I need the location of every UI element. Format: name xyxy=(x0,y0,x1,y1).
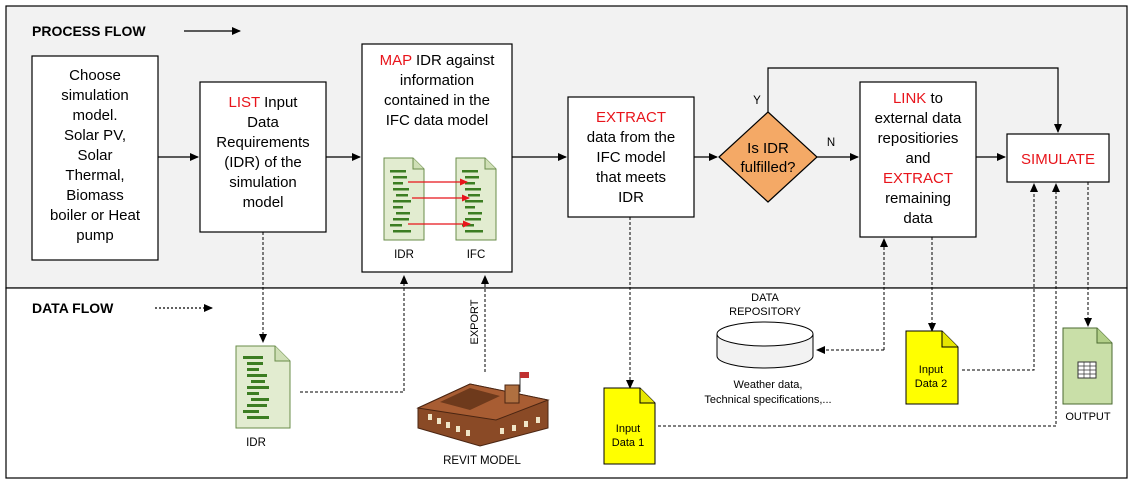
choose-model-text: Choose simulation model. Solar PV, Solar… xyxy=(50,67,141,244)
list-line: (IDR) of the xyxy=(224,154,302,171)
choose-line: Choose xyxy=(69,67,121,84)
choose-line: Biomass xyxy=(66,187,124,204)
link-repositories-box xyxy=(859,81,977,238)
revit-building-icon xyxy=(416,372,550,447)
map-line-1: MAP IDR against xyxy=(380,52,496,69)
extract-line: IFC model xyxy=(596,149,665,166)
choose-line: Solar PV, xyxy=(64,127,126,144)
data-repository-icon xyxy=(716,321,814,369)
simulate-box xyxy=(1006,133,1110,183)
extract-line: IDR xyxy=(618,189,644,206)
extract-line: data from the xyxy=(587,129,675,146)
input-data-1-document xyxy=(603,387,656,465)
input-data-2-document xyxy=(905,330,959,405)
repository-title-line: REPOSITORY xyxy=(729,306,801,318)
choose-line: pump xyxy=(76,227,114,244)
ifc-document-icon xyxy=(455,157,497,241)
process-arrows xyxy=(158,67,1062,161)
extract-line: that meets xyxy=(596,169,666,186)
data-flow-connectors xyxy=(259,182,1092,427)
decision-no-label: N xyxy=(827,137,835,149)
idr-data-document-icon xyxy=(235,345,291,429)
process-flow-header: PROCESS FLOW xyxy=(32,23,146,39)
output-label: OUTPUT xyxy=(1065,411,1111,423)
link-line: remaining xyxy=(885,190,951,207)
list-line: model xyxy=(243,194,284,211)
idr-document-icon xyxy=(383,157,425,241)
link-line: external data xyxy=(875,110,962,127)
input1-line: Data 1 xyxy=(612,437,644,449)
export-label: EXPORT xyxy=(469,299,481,344)
link-line-1: LINK to xyxy=(893,90,943,107)
map-idr-label: IDR xyxy=(394,249,414,261)
repository-title-line: DATA xyxy=(751,292,779,304)
choose-line: model. xyxy=(72,107,117,124)
choose-model-box xyxy=(31,55,159,261)
choose-line: simulation xyxy=(61,87,129,104)
extract-keyword: EXTRACT xyxy=(596,109,666,126)
map-line: IFC data model xyxy=(386,112,489,129)
idr-doc-label: IDR xyxy=(246,437,266,449)
choose-line: Solar xyxy=(77,147,112,164)
repository-desc-line: Weather data, xyxy=(734,379,803,391)
decision-line: fulfilled? xyxy=(740,159,795,176)
map-line: information xyxy=(400,72,474,89)
map-line: contained in the xyxy=(384,92,490,109)
map-ifc-label: IFC xyxy=(467,249,486,261)
list-line: Requirements xyxy=(216,134,309,151)
link-line: data xyxy=(903,210,933,227)
list-line: simulation xyxy=(229,174,297,191)
list-line: Data xyxy=(247,114,279,131)
mapping-arrows xyxy=(408,178,471,228)
simulate-label: SIMULATE xyxy=(1021,151,1095,168)
choose-line: Thermal, xyxy=(65,167,124,184)
link-extract-keyword: EXTRACT xyxy=(883,170,953,187)
extract-data-box xyxy=(567,96,695,218)
revit-model-label: REVIT MODEL xyxy=(443,455,521,467)
list-line-1: LIST Input xyxy=(229,94,299,111)
decision-yes-label: Y xyxy=(753,95,761,107)
input2-line: Data 2 xyxy=(915,378,947,390)
choose-line: boiler or Heat xyxy=(50,207,141,224)
link-line: and xyxy=(905,150,930,167)
output-document-icon xyxy=(1062,327,1113,405)
repository-desc-line: Technical specifications,... xyxy=(704,394,831,406)
link-line: repositiories xyxy=(878,130,959,147)
data-flow-header: DATA FLOW xyxy=(32,300,114,316)
data-flow-panel xyxy=(5,287,1128,479)
input2-line: Input xyxy=(919,364,943,376)
decision-line: Is IDR xyxy=(747,140,789,157)
input1-line: Input xyxy=(616,423,640,435)
